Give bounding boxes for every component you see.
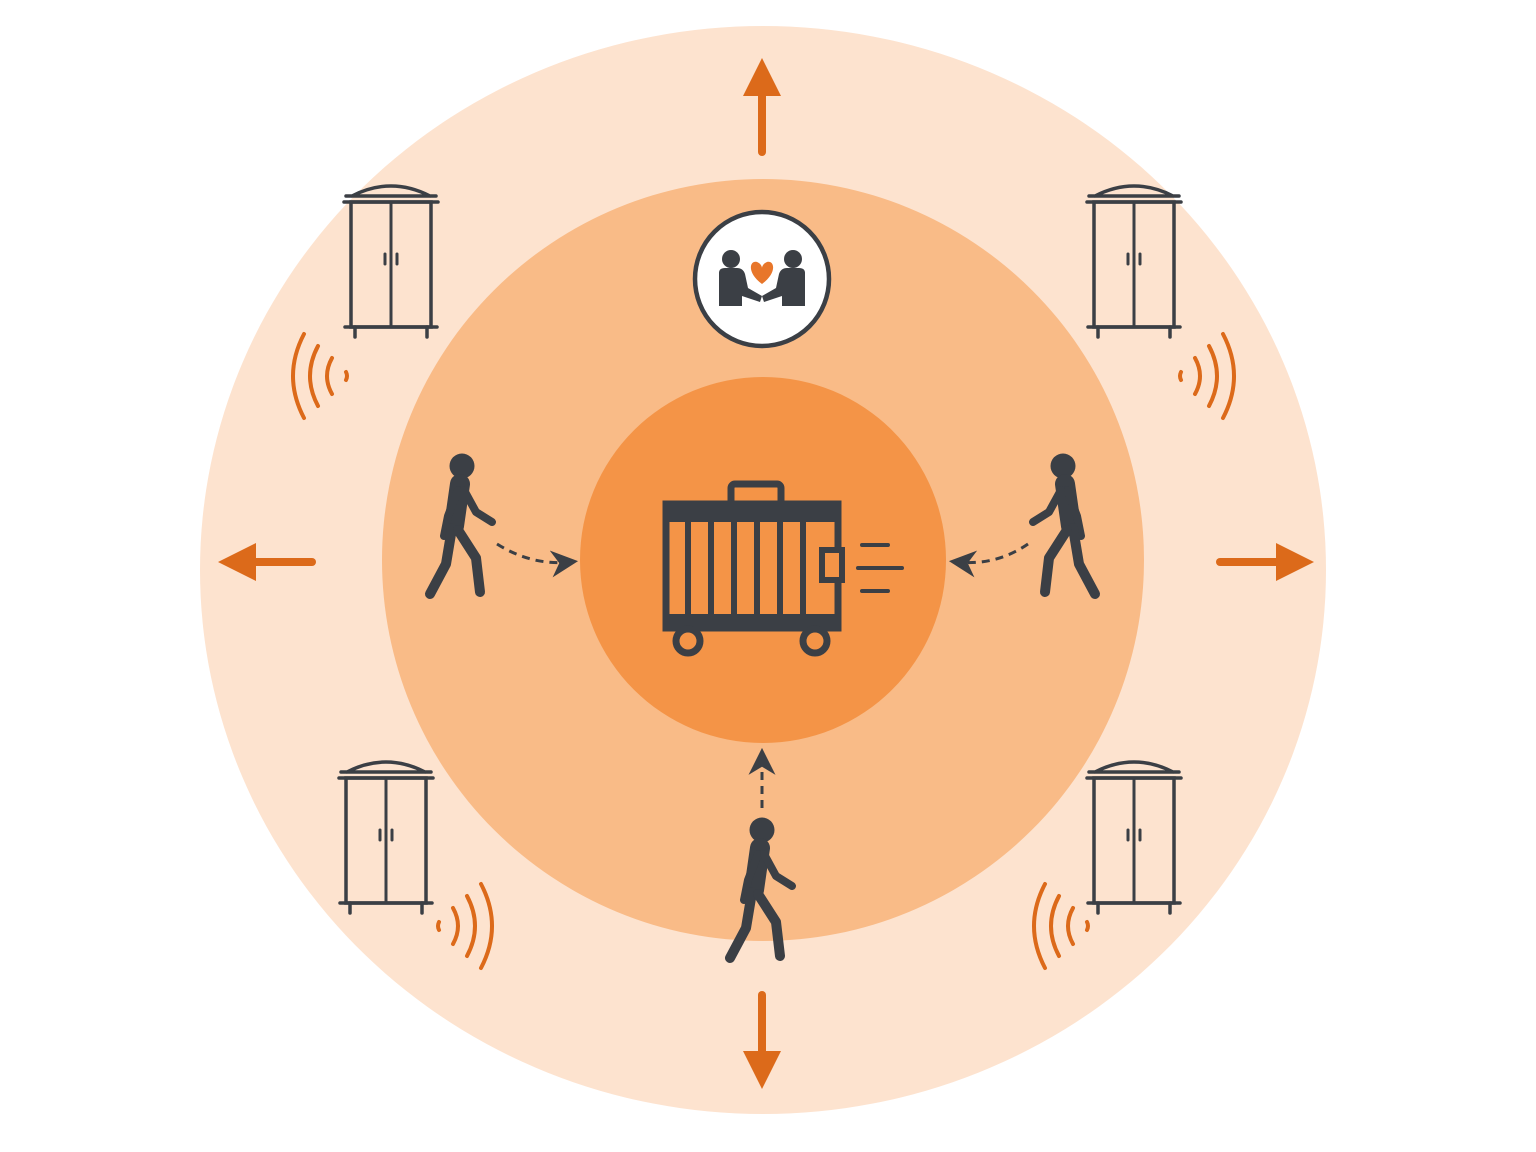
dashed-arrow-right	[948, 542, 1029, 578]
rolling-cage-cart-icon	[662, 480, 845, 657]
person-bottom	[730, 747, 792, 958]
speed-lines-icon	[856, 543, 904, 593]
core-zone	[580, 377, 946, 743]
handshake-heart-icon	[719, 250, 805, 306]
dashed-arrow-left	[496, 542, 579, 578]
handshake-badge	[692, 209, 832, 349]
person-right	[948, 454, 1095, 595]
person-left	[430, 454, 579, 595]
